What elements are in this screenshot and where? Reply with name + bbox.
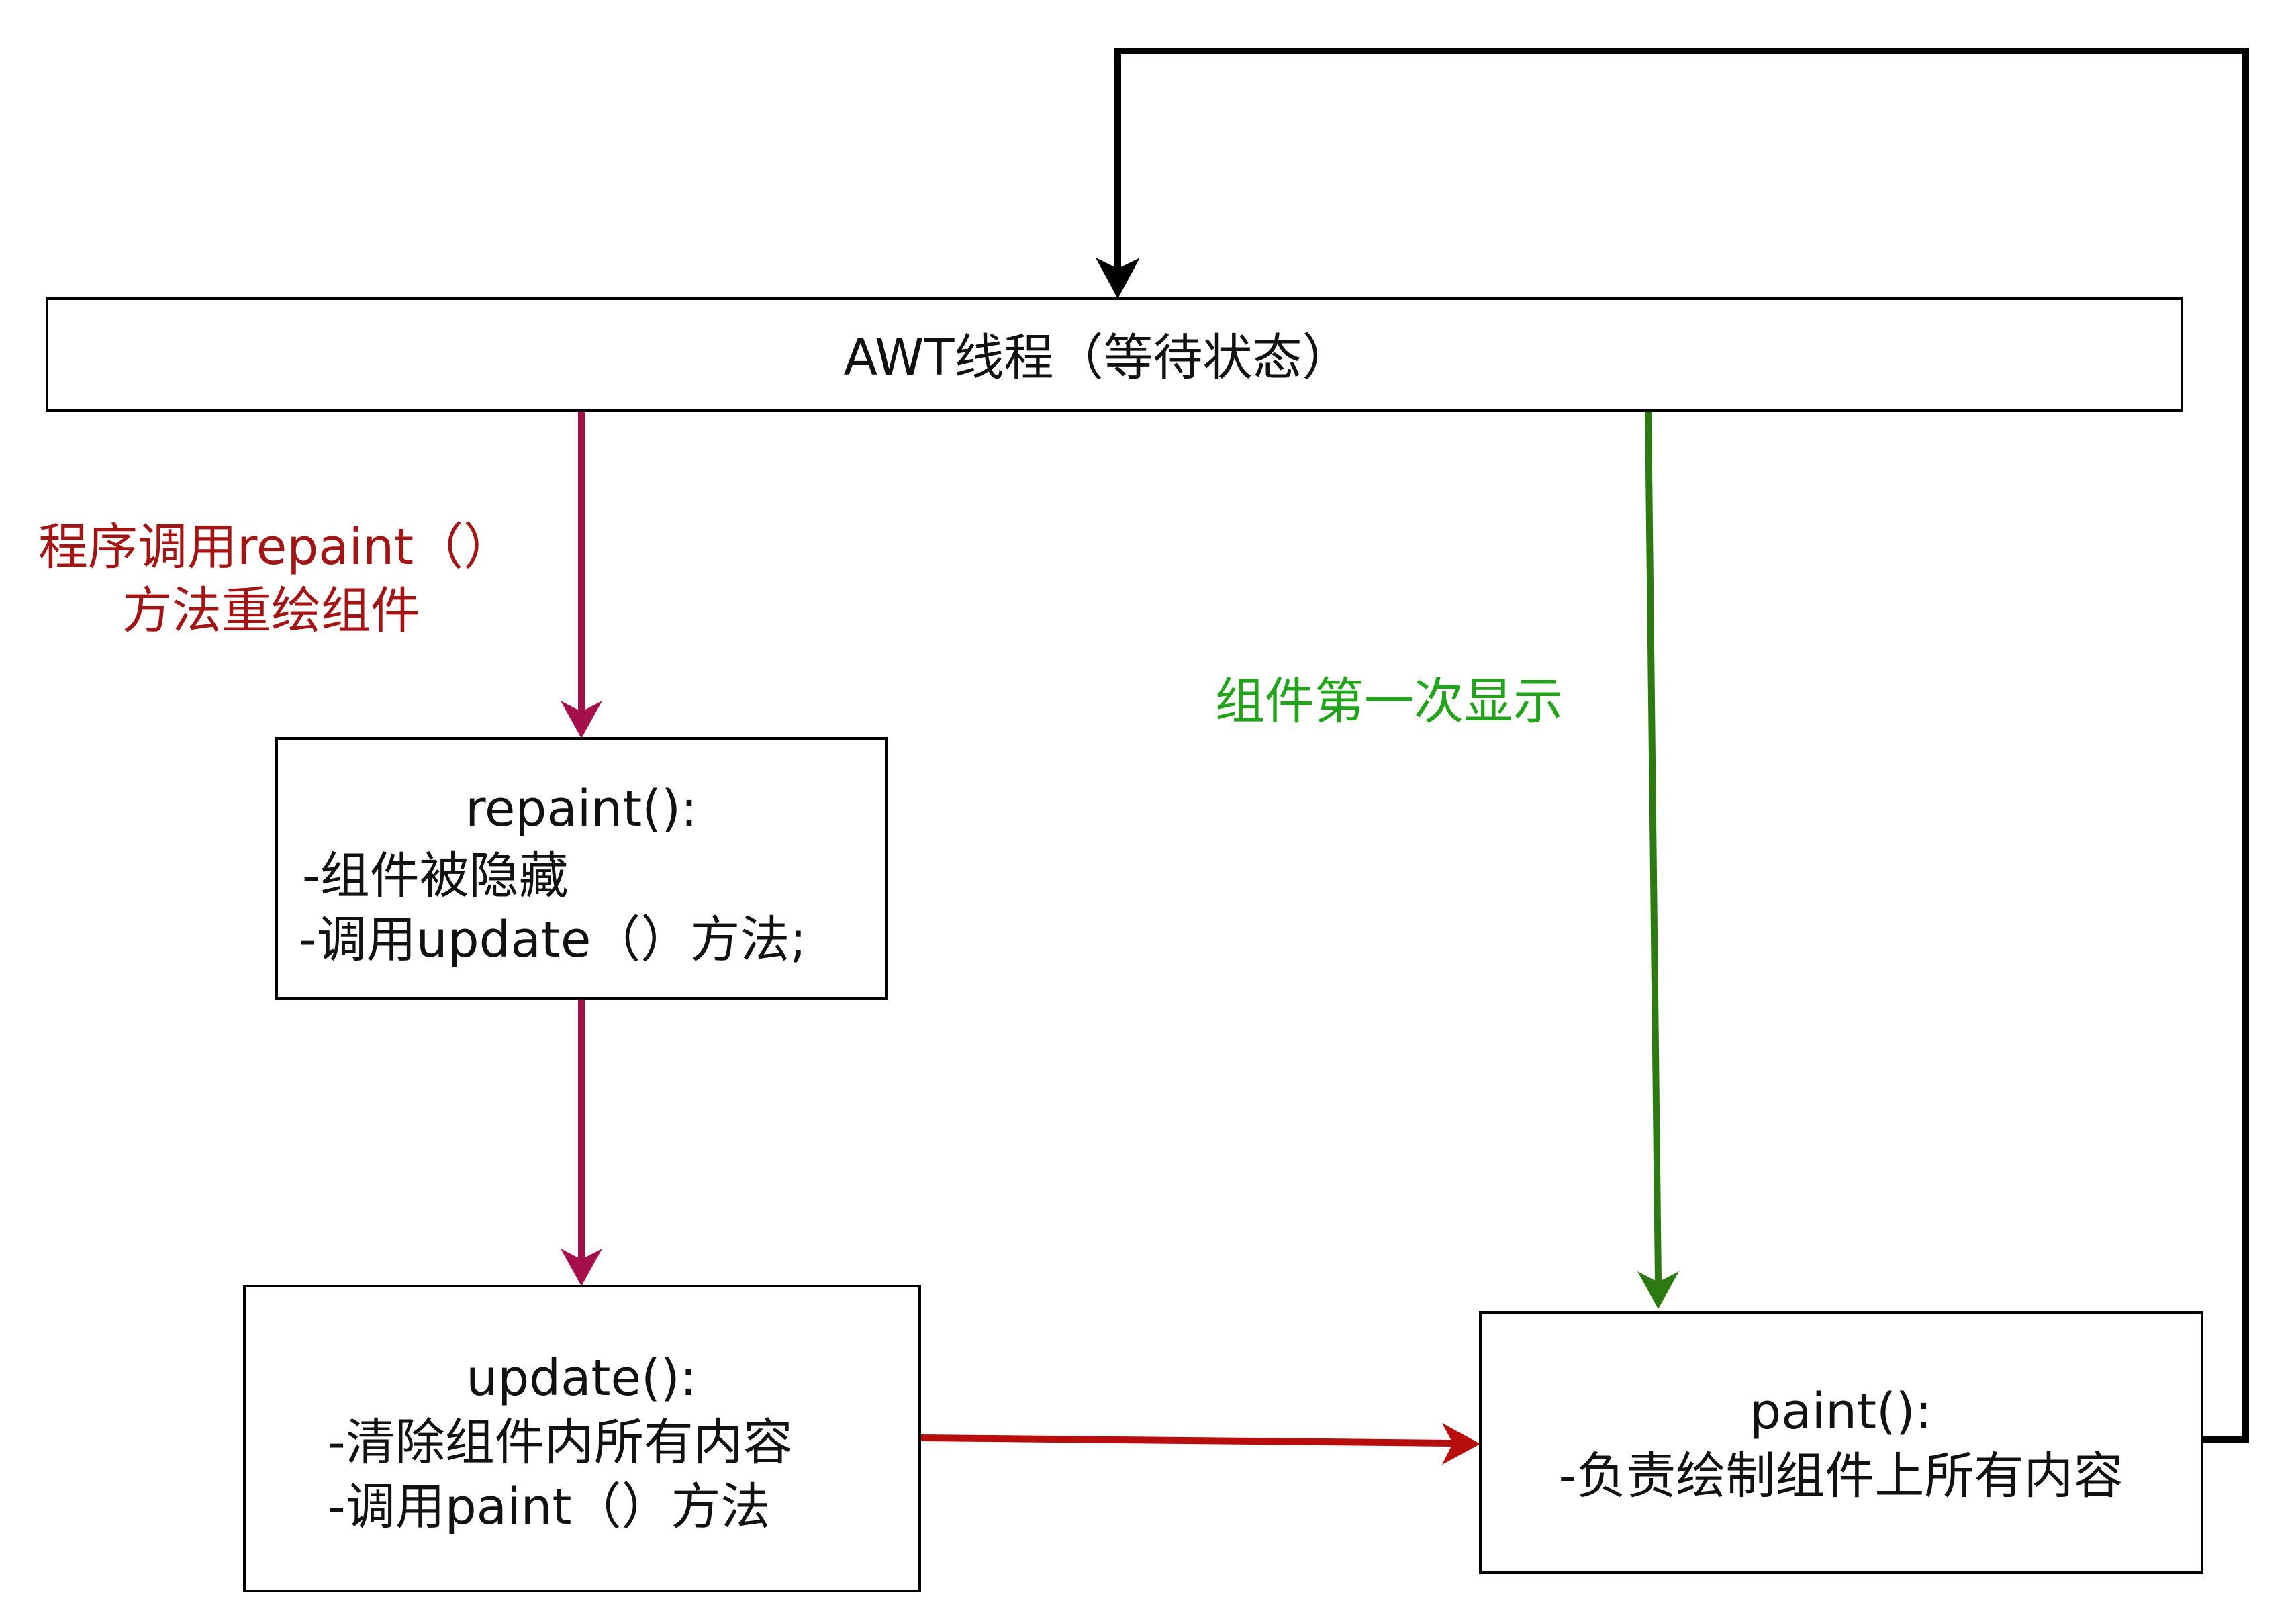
edge-awt-to-repaint (561, 411, 602, 738)
edge-label-program-repaint: 程序调用repaint（） 方法重绘组件 (38, 518, 513, 640)
edge-paint-to-awt-arrowhead (1096, 258, 1140, 299)
repaint-line-call-update: -调用update（）方法; (299, 911, 806, 969)
awt-thread-node: AWT线程（等待状态） (46, 297, 2183, 412)
awt-thread-label: AWT线程（等待状态） (844, 329, 1352, 387)
first-display-label: 组件第一次显示 (1215, 673, 1563, 730)
edge-first-display-arrowhead (1637, 1271, 1679, 1309)
edge-first-display-line (1645, 410, 1662, 1283)
edge-label-first-display: 组件第一次显示 (1215, 673, 1563, 730)
repaint-node: repaint(): -组件被隐藏 -调用update（）方法; (275, 737, 888, 1000)
repaint-line-hidden: -组件被隐藏 (302, 847, 569, 905)
update-line-clear: -清除组件内所有内容 (328, 1414, 793, 1471)
edge-paint-to-awt (1096, 48, 2249, 1443)
edge-update-to-paint-arrowhead (1442, 1423, 1480, 1465)
update-node: update(): -清除组件内所有内容 -调用paint（）方法 (243, 1285, 921, 1592)
edge-update-to-paint (919, 1423, 1480, 1465)
edge-update-to-paint-line (919, 1434, 1453, 1447)
update-title: update(): (466, 1349, 696, 1407)
update-line-call-paint: -调用paint（）方法 (328, 1478, 771, 1536)
repaint-title: repaint(): (465, 780, 698, 838)
program-repaint-label-line-1: 程序调用repaint（） (38, 518, 513, 576)
paint-title: paint(): (1750, 1383, 1931, 1441)
program-repaint-label-line-2: 方法重绘组件 (122, 582, 420, 640)
edge-repaint-to-update (561, 999, 602, 1286)
edge-awt-to-repaint-arrowhead (561, 701, 602, 738)
edge-paint-to-awt-line (1114, 48, 2249, 1443)
edge-repaint-to-update-arrowhead (561, 1249, 602, 1286)
paint-node: paint(): -负责绘制组件上所有内容 (1479, 1311, 2203, 1574)
paint-line-draw: -负责绘制组件上所有内容 (1559, 1447, 2123, 1505)
edge-first-display (1637, 410, 1679, 1309)
